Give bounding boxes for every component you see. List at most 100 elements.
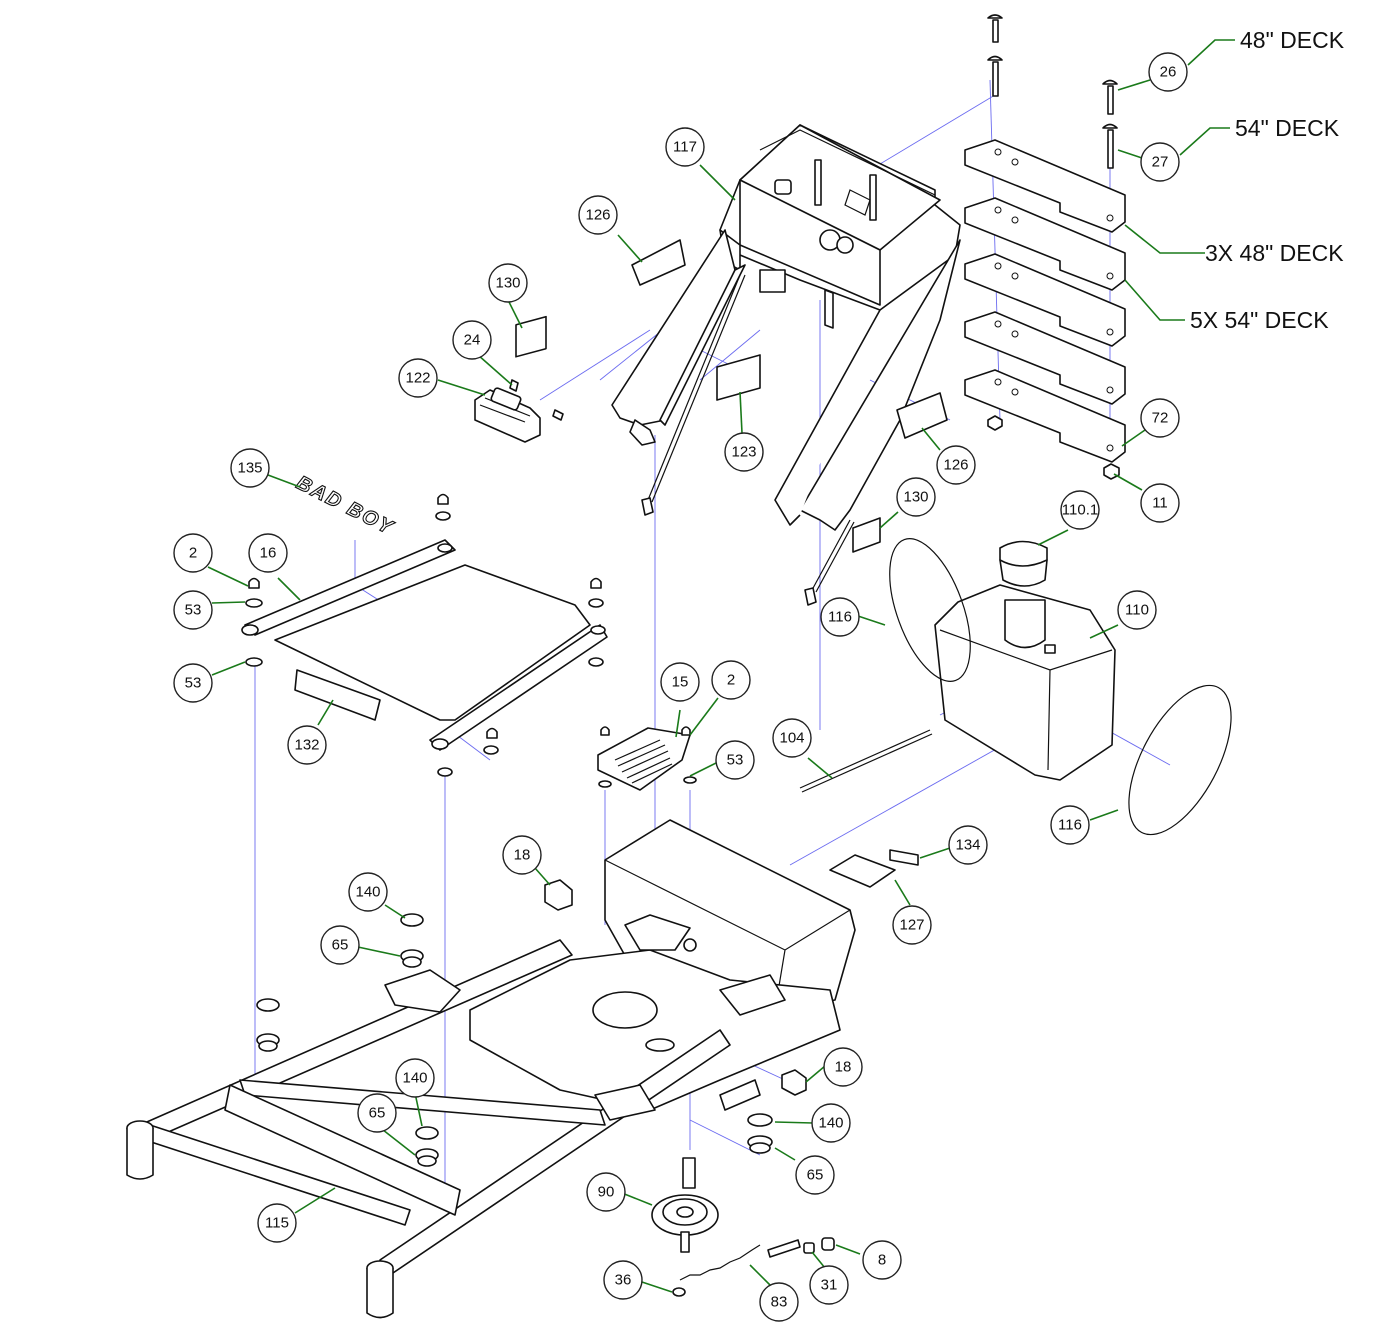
callout-53: 53: [173, 663, 213, 703]
callout-circle: [809, 1265, 849, 1305]
callout-117: 117: [665, 127, 705, 167]
switch-assembly: [474, 379, 564, 443]
callout-115: 115: [257, 1203, 297, 1243]
callout-label: 90: [598, 1184, 615, 1201]
callout-16: 16: [248, 533, 288, 573]
callout-104: 104: [772, 718, 812, 758]
callout-label: 134: [955, 837, 980, 854]
callout-circle: [357, 1093, 397, 1133]
callout-label: 65: [807, 1167, 824, 1184]
deck-label-48: 48" DECK: [1240, 27, 1345, 53]
deck-labels: 48" DECK 54" DECK 3X 48" DECK 5X 54" DEC…: [1190, 27, 1345, 333]
callout-label: 8: [878, 1252, 886, 1269]
callout-circle: [1050, 805, 1090, 845]
deck-label-5x54: 5X 54" DECK: [1190, 307, 1329, 333]
deck-label-54: 54" DECK: [1235, 115, 1340, 141]
callout-label: 140: [402, 1070, 427, 1087]
bumpers: [544, 879, 807, 1096]
callout-label: 110.1: [1062, 502, 1098, 519]
callout-circle: [173, 533, 213, 573]
callout-label: 116: [1058, 817, 1082, 834]
callout-label: 135: [237, 460, 262, 477]
callout-circle: [795, 1155, 835, 1195]
callout-label: 65: [332, 937, 349, 954]
callout-label: 15: [672, 674, 689, 691]
callout-circle: [724, 432, 764, 472]
callout-130: 130: [488, 263, 528, 303]
callout-65: 65: [320, 925, 360, 965]
callout-18: 18: [823, 1047, 863, 1087]
counterweight-plates: [964, 139, 1126, 480]
callout-24: 24: [452, 320, 492, 360]
callout-2: 2: [173, 533, 213, 573]
callout-53: 53: [173, 590, 213, 630]
callout-36: 36: [603, 1260, 643, 1300]
callout-circle: [896, 477, 936, 517]
callout-circle: [1140, 398, 1180, 438]
fuel-line: [799, 729, 933, 793]
callout-65: 65: [357, 1093, 397, 1133]
callout-18: 18: [502, 835, 542, 875]
callout-label: 123: [731, 444, 756, 461]
callout-circle: [320, 925, 360, 965]
callout-circle: [1060, 490, 1100, 530]
callout-circle: [488, 263, 528, 303]
bad-boy-logo: BAD BOY: [292, 471, 398, 540]
callout-11: 11: [1140, 483, 1180, 523]
callout-127: 127: [892, 905, 932, 945]
callout-label: 2: [727, 672, 735, 689]
callout-label: 140: [355, 884, 380, 901]
callout-circle: [452, 320, 492, 360]
bad-boy-logo-text: BAD BOY: [293, 472, 398, 540]
callout-circle: [892, 905, 932, 945]
callout-circle: [862, 1240, 902, 1280]
decals-upper: [515, 239, 948, 553]
leader-lines: [207, 39, 1235, 1293]
callout-83: 83: [759, 1282, 799, 1322]
callout-140: 140: [348, 872, 388, 912]
callout-label: 140: [818, 1115, 843, 1132]
callout-circle: [1140, 483, 1180, 523]
callout-label: 127: [899, 917, 924, 934]
callout-circle: [287, 725, 327, 765]
callout-116: 116: [820, 597, 860, 637]
callout-label: 72: [1152, 410, 1169, 427]
callout-label: 83: [771, 1294, 788, 1311]
callout-132: 132: [287, 725, 327, 765]
callout-134: 134: [948, 825, 988, 865]
callout-label: 53: [185, 675, 202, 692]
callout-label: 2: [189, 545, 197, 562]
callout-label: 26: [1160, 64, 1177, 81]
callout-26: 26: [1148, 52, 1188, 92]
callout-90: 90: [586, 1172, 626, 1212]
callout-label: 31: [821, 1277, 838, 1294]
callout-circle: [173, 590, 213, 630]
callout-circle: [257, 1203, 297, 1243]
callout-circle: [348, 872, 388, 912]
control-tower: [611, 124, 961, 606]
callout-circle: [711, 660, 751, 700]
callout-label: 36: [615, 1272, 632, 1289]
callout-circle: [578, 195, 618, 235]
callout-label: 132: [294, 737, 319, 754]
callout-label: 53: [727, 752, 744, 769]
callout-circle: [948, 825, 988, 865]
callout-circle: [173, 663, 213, 703]
callout-65: 65: [795, 1155, 835, 1195]
callout-110-1: 110.1: [1060, 490, 1100, 530]
callout-label: 116: [828, 609, 852, 626]
callout-15: 15: [660, 662, 700, 702]
callout-label: 18: [514, 847, 531, 864]
callout-circle: [665, 127, 705, 167]
callout-label: 16: [260, 545, 277, 562]
callout-circle: [772, 718, 812, 758]
washers-and-grommets: [256, 913, 773, 1167]
callout-8: 8: [862, 1240, 902, 1280]
callout-116: 116: [1050, 805, 1090, 845]
callout-label: 130: [903, 489, 928, 506]
fuel-tank: [934, 540, 1116, 781]
callout-label: 53: [185, 602, 202, 619]
main-frame: [126, 819, 856, 1319]
callout-circle: [502, 835, 542, 875]
